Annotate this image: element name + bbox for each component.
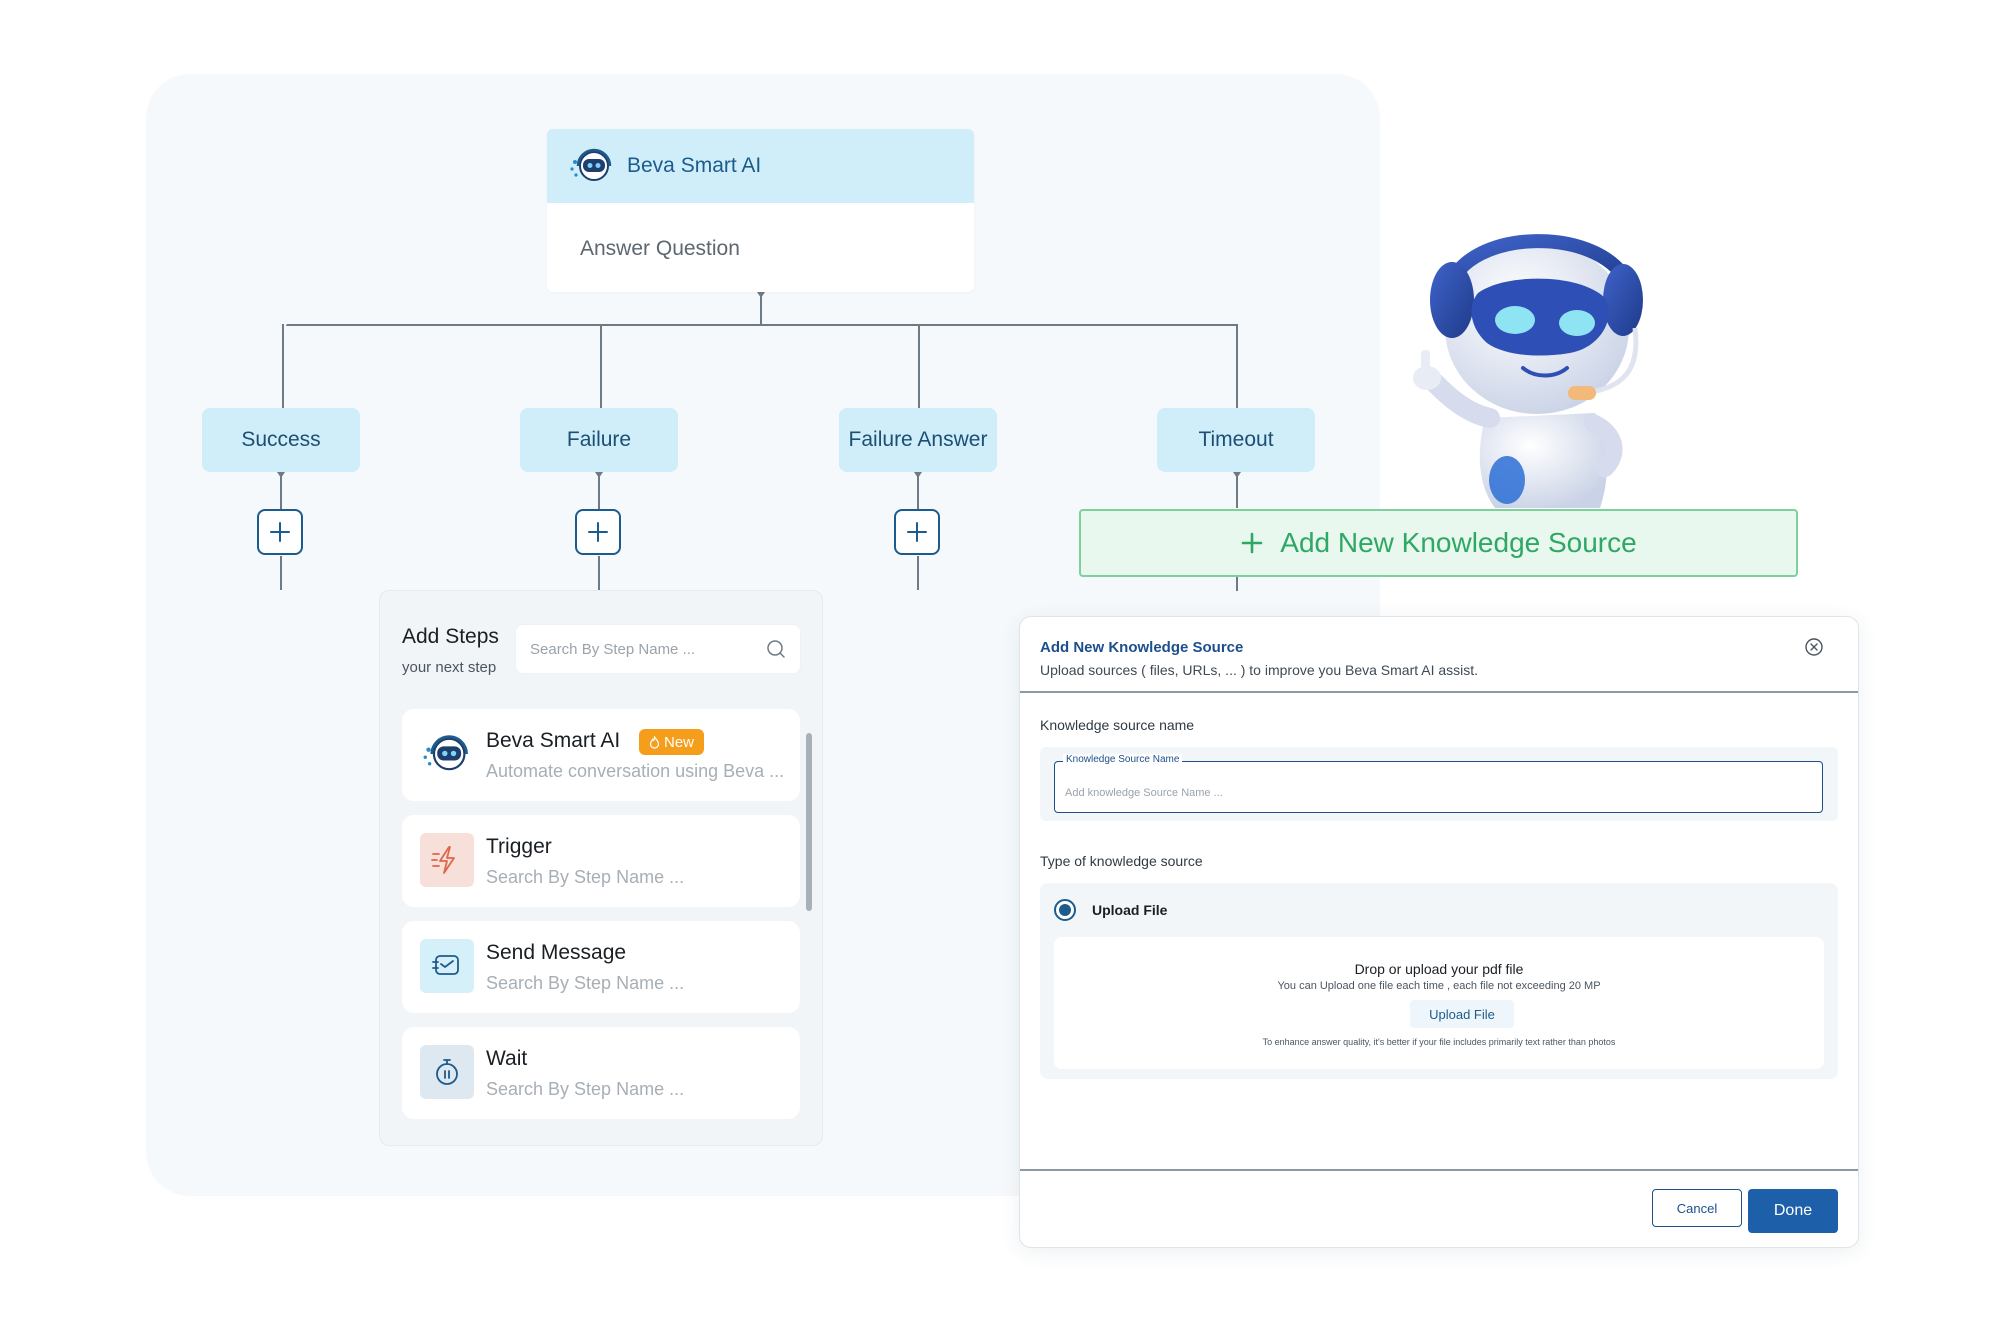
knowledge-source-name-input[interactable] <box>1055 762 1822 812</box>
branch-success[interactable]: Success <box>202 408 360 472</box>
robot-icon <box>570 148 612 181</box>
step-icon <box>420 1045 474 1099</box>
node-subtitle: Answer Question <box>580 237 740 260</box>
upload-file-radio[interactable] <box>1054 899 1076 921</box>
timer-icon <box>436 1059 458 1085</box>
upload-file-button[interactable]: Upload File <box>1410 1000 1514 1028</box>
drop-hint: You can Upload one file each time , each… <box>1277 980 1601 992</box>
add-step-button[interactable] <box>257 509 303 555</box>
step-item-trigger[interactable]: Trigger Search By Step Name ... <box>402 815 800 907</box>
flame-icon <box>649 735 660 749</box>
panel-title: Add Steps <box>402 625 499 648</box>
knowledge-source-modal: Add New Knowledge Source Upload sources … <box>1019 616 1859 1248</box>
name-field-wrapper: Knowledge Source Name <box>1040 747 1838 821</box>
step-name: Wait <box>486 1047 528 1070</box>
step-icon <box>420 939 474 993</box>
step-description: Search By Step Name ... <box>486 1079 685 1099</box>
plus-icon <box>270 522 290 542</box>
upload-option-panel: Upload File Drop or upload your pdf file… <box>1040 883 1838 1079</box>
upload-option-label: Upload File <box>1092 902 1168 918</box>
step-icon <box>420 727 474 781</box>
robot-mascot-icon <box>1413 234 1643 508</box>
step-name: Trigger <box>486 835 552 858</box>
step-icon <box>420 833 474 887</box>
step-name: Beva Smart AI <box>486 729 621 752</box>
close-icon[interactable] <box>1804 637 1824 657</box>
add-step-button[interactable] <box>894 509 940 555</box>
done-button[interactable]: Done <box>1748 1189 1838 1233</box>
branch-timeout[interactable]: Timeout <box>1157 408 1315 472</box>
search-icon[interactable] <box>766 639 786 659</box>
modal-title: Add New Knowledge Source <box>1040 639 1244 656</box>
drop-title: Drop or upload your pdf file <box>1354 961 1524 977</box>
branch-failure-answer[interactable]: Failure Answer <box>839 408 997 472</box>
add-knowledge-source-button[interactable]: Add New Knowledge Source <box>1079 509 1798 577</box>
panel-subtitle: your next step <box>402 659 497 676</box>
step-search <box>515 624 801 674</box>
plus-icon <box>588 522 608 542</box>
banner-label: Add New Knowledge Source <box>1280 527 1637 558</box>
add-step-button[interactable] <box>575 509 621 555</box>
badge-label: New <box>664 733 695 751</box>
name-section-label: Knowledge source name <box>1040 717 1195 733</box>
divider <box>1020 691 1858 693</box>
step-item-send-message[interactable]: Send Message Search By Step Name ... <box>402 921 800 1013</box>
lightning-icon <box>431 846 455 874</box>
step-description: Search By Step Name ... <box>486 973 685 993</box>
step-item-beva-smart-ai[interactable]: Beva Smart AI New Automate conversation … <box>402 709 800 801</box>
type-section-label: Type of knowledge source <box>1040 853 1203 869</box>
message-icon <box>432 955 459 975</box>
divider <box>1020 1169 1858 1171</box>
flow-node-beva-smart-ai[interactable]: Beva Smart AI Answer Question <box>547 129 974 292</box>
step-name: Send Message <box>486 941 627 964</box>
new-badge: New <box>639 729 705 755</box>
name-field-label: Knowledge Source Name <box>1063 754 1183 765</box>
scrollbar-thumb[interactable] <box>806 733 812 911</box>
step-item-wait[interactable]: Wait Search By Step Name ... <box>402 1027 800 1119</box>
node-title: Beva Smart AI <box>627 154 762 177</box>
plus-icon <box>907 522 927 542</box>
name-field-box: Knowledge Source Name <box>1054 754 1823 813</box>
step-search-input[interactable] <box>516 625 736 673</box>
step-description: Search By Step Name ... <box>486 867 685 887</box>
drop-note: To enhance answer quality, it's better i… <box>1262 1037 1616 1047</box>
cancel-button[interactable]: Cancel <box>1652 1189 1742 1227</box>
add-steps-panel: Add Steps your next step Beva Smart AI N… <box>379 590 823 1146</box>
plus-icon <box>1241 532 1263 554</box>
robot-icon <box>423 735 468 771</box>
step-description: Automate conversation using Beva ... <box>486 761 785 781</box>
modal-subtitle: Upload sources ( files, URLs, ... ) to i… <box>1040 662 1479 678</box>
file-drop-zone[interactable]: Drop or upload your pdf file You can Upl… <box>1054 937 1824 1069</box>
branch-failure[interactable]: Failure <box>520 408 678 472</box>
node-header: Beva Smart AI <box>547 129 974 203</box>
